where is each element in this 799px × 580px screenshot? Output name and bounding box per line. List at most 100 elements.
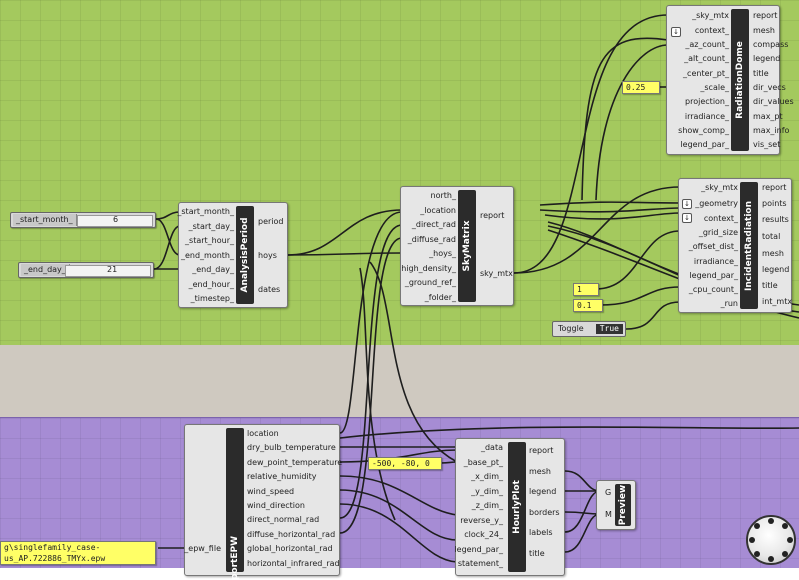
panel-scale[interactable]: 0.25 [622, 81, 660, 94]
input-port-label[interactable]: M [605, 510, 612, 519]
output-port-label[interactable]: compass [753, 40, 789, 49]
input-port-label[interactable]: irradiance_ [684, 112, 729, 121]
output-port-label[interactable]: sky_mtx [480, 269, 513, 278]
sky-matrix-component[interactable]: SkyMatrix north_ _location _direct_rad _… [400, 186, 514, 306]
input-port-label[interactable]: _data [480, 443, 503, 452]
output-port-label[interactable]: max_pt [753, 112, 783, 121]
input-port-label[interactable]: statement_ [457, 559, 503, 568]
output-port-label[interactable]: dir_values [753, 97, 794, 106]
output-port-label[interactable]: wind_speed [247, 487, 295, 496]
input-port-label[interactable]: _start_month_ [177, 207, 234, 216]
output-port-label[interactable]: vis_set [753, 140, 781, 149]
input-port-label[interactable]: _offset_dist_ [688, 242, 738, 251]
output-port-label[interactable]: legend [529, 487, 557, 496]
input-port-label[interactable]: _geometry [695, 199, 738, 208]
output-port-label[interactable]: results [762, 215, 789, 224]
output-port-label[interactable]: mesh [762, 249, 784, 258]
input-port-label[interactable]: _diffuse_rad [407, 235, 456, 244]
input-port-label[interactable]: legend_par_ [680, 140, 729, 149]
input-port-label[interactable]: _sky_mtx [692, 11, 729, 20]
input-port-label[interactable]: _ground_ref_ [404, 278, 456, 287]
input-port-label[interactable]: _start_day_ [188, 222, 234, 231]
input-port-label[interactable]: _direct_rad [411, 220, 456, 229]
slider-start-month[interactable]: _start_month_ 6 [10, 212, 156, 228]
output-port-label[interactable]: dir_vecs [753, 83, 786, 92]
input-port-label[interactable]: _cpu_count_ [688, 285, 738, 294]
input-port-label[interactable]: _end_month_ [180, 251, 234, 260]
output-port-label[interactable]: title [753, 69, 769, 78]
output-port-label[interactable]: wind_direction [247, 501, 305, 510]
input-port-label[interactable]: high_density_ [401, 264, 456, 273]
input-port-label[interactable]: _end_hour_ [188, 280, 234, 289]
input-port-label[interactable]: clock_24_ [464, 530, 503, 539]
input-port-label[interactable]: _location [420, 206, 456, 215]
slider-end-day[interactable]: _end_day_ 21 [18, 262, 154, 278]
output-port-label[interactable]: int_mtx [762, 297, 793, 306]
preview-component[interactable]: G M Preview [596, 480, 636, 530]
input-port-label[interactable]: _base_pt_ [463, 458, 503, 467]
input-port-label[interactable]: G [605, 488, 612, 497]
input-port-label[interactable]: _sky_mtx [701, 183, 738, 192]
radiation-dome-component[interactable]: RadiationDome _sky_mtx ↓ context_ _az_co… [666, 5, 794, 155]
output-port-label[interactable]: dates [258, 285, 281, 294]
boolean-toggle[interactable]: Toggle True [552, 321, 626, 337]
input-port-label[interactable]: _z_dim_ [471, 501, 503, 510]
input-port-label[interactable]: show_comp_ [678, 126, 729, 135]
output-port-label[interactable]: legend [762, 265, 790, 274]
slider-track[interactable] [65, 265, 151, 277]
navigation-wheel-icon[interactable] [746, 515, 796, 565]
output-port-label[interactable]: report [753, 11, 778, 20]
import-epw-component[interactable]: portEPW _epw_file location dry_bulb_temp… [184, 424, 343, 580]
output-port-label[interactable]: horizontal_infrared_rad [247, 559, 340, 568]
output-port-label[interactable]: mesh [529, 467, 551, 476]
input-port-label[interactable]: _hoys_ [429, 249, 456, 258]
output-port-label[interactable]: borders [529, 508, 560, 517]
input-port-label[interactable]: irradiance_ [693, 257, 738, 266]
input-port-label[interactable]: _alt_count_ [684, 54, 729, 63]
output-port-label[interactable]: report [529, 446, 554, 455]
input-port-label[interactable]: _az_count_ [685, 40, 729, 49]
output-port-label[interactable]: dew_point_temperature [247, 458, 343, 467]
output-port-label[interactable]: diffuse_horizontal_rad [247, 530, 336, 539]
output-port-label[interactable]: relative_humidity [247, 472, 317, 481]
input-port-label[interactable]: legend_par_ [689, 271, 738, 280]
input-port-label[interactable]: _timestep_ [190, 294, 234, 303]
input-port-label[interactable]: context_ [694, 26, 729, 35]
panel-epw-path[interactable]: g\singlefamily_case- us_AP.722886_TMYx.e… [0, 541, 156, 565]
input-port-label[interactable]: _x_dim_ [471, 472, 503, 481]
output-port-label[interactable]: location [247, 429, 279, 438]
input-port-label[interactable]: _grid_size [698, 228, 738, 237]
panel-base-point[interactable]: -500, -80, 0 [368, 457, 442, 470]
output-port-label[interactable]: dry_bulb_temperature [247, 443, 336, 452]
output-port-label[interactable]: global_horizontal_rad [247, 544, 333, 553]
output-port-label[interactable]: labels [529, 528, 553, 537]
output-port-label[interactable]: total [762, 232, 781, 241]
input-port-label[interactable]: _y_dim_ [471, 487, 503, 496]
input-port-label[interactable]: north_ [430, 191, 456, 200]
output-port-label[interactable]: report [480, 211, 505, 220]
output-port-label[interactable]: title [762, 281, 778, 290]
incident-radiation-component[interactable]: IncidentRadiation _sky_mtx ↓ _geometry ↓… [678, 178, 792, 313]
input-port-label[interactable]: _epw_file [184, 544, 221, 553]
input-port-label[interactable]: _center_pt_ [683, 69, 729, 78]
hourly-plot-component[interactable]: HourlyPlot _data _base_pt_ _x_dim_ _y_di… [454, 438, 565, 576]
input-port-label[interactable]: _scale_ [700, 83, 729, 92]
input-port-label[interactable]: legend_par_ [454, 545, 503, 554]
output-port-label[interactable]: mesh [753, 26, 775, 35]
output-port-label[interactable]: report [762, 183, 787, 192]
panel-offset[interactable]: 0.1 [573, 299, 603, 312]
input-port-label[interactable]: projection_ [685, 97, 729, 106]
output-port-label[interactable]: period [258, 217, 284, 226]
toggle-value[interactable]: True [595, 324, 623, 334]
input-port-label[interactable]: reverse_y_ [460, 516, 503, 525]
output-port-label[interactable]: max_info [753, 126, 790, 135]
output-port-label[interactable]: legend [753, 54, 781, 63]
panel-grid-size[interactable]: 1 [573, 283, 599, 296]
input-port-label[interactable]: _start_hour_ [185, 236, 234, 245]
output-port-label[interactable]: title [529, 549, 545, 558]
analysis-period-component[interactable]: AnalysisPeriod _start_month_ _start_day_… [177, 202, 288, 308]
output-port-label[interactable]: points [762, 199, 787, 208]
input-port-label[interactable]: _run [720, 299, 738, 308]
slider-track[interactable] [77, 215, 153, 227]
input-port-label[interactable]: _end_day_ [192, 265, 234, 274]
